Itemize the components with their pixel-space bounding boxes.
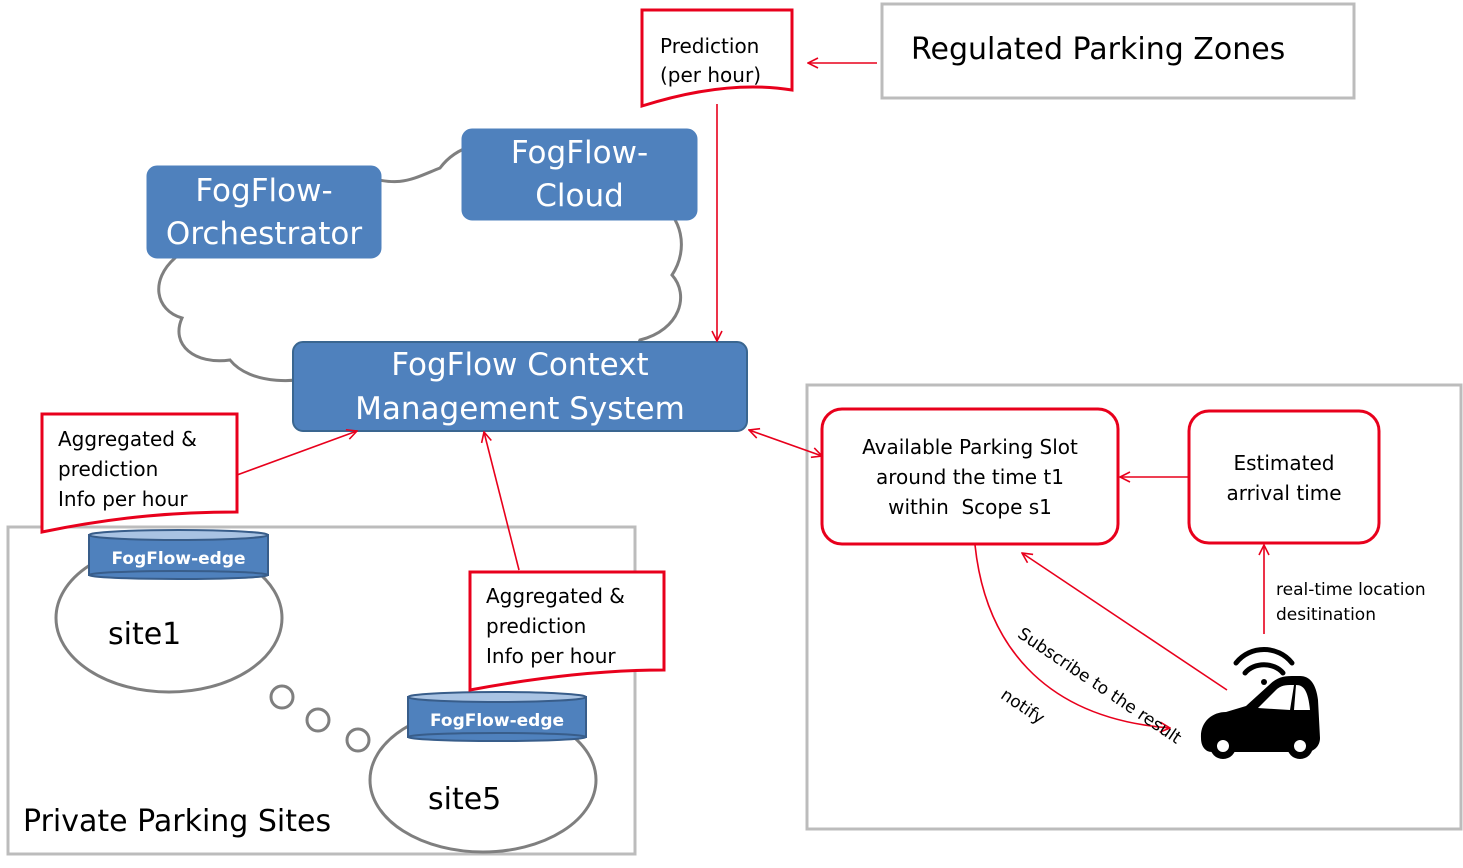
location-label: real-time location desitination bbox=[1276, 578, 1426, 628]
regulated-zones-label: Regulated Parking Zones bbox=[911, 32, 1286, 67]
agg-left-line-1: Aggregated & bbox=[58, 427, 197, 451]
agg-right-doc-box bbox=[468, 570, 666, 692]
orchestrator-line-1: FogFlow- bbox=[195, 173, 333, 209]
site1-label: site1 bbox=[108, 617, 182, 652]
agg-left-doc-box bbox=[40, 412, 239, 534]
arrival-time-line-1: Estimated bbox=[1233, 451, 1335, 475]
agg-left-line-3: Info per hour bbox=[58, 487, 188, 511]
parking-slot-line-1: Available Parking Slot bbox=[862, 435, 1078, 459]
parking-slot-box bbox=[820, 407, 1120, 546]
arrow-notify bbox=[974, 544, 1170, 728]
parking-slot-line-3: within Scope s1 bbox=[888, 495, 1052, 519]
context-mgmt-label: FogFlow Context Management System bbox=[293, 343, 747, 431]
connected-car-icon bbox=[1200, 676, 1320, 759]
arrival-time-label: Estimated arrival time bbox=[1189, 448, 1379, 508]
wifi-signal-icon bbox=[1233, 647, 1295, 685]
agg-right-line-3: Info per hour bbox=[486, 644, 616, 668]
private-sites-container bbox=[6, 525, 637, 856]
parking-slot-label: Available Parking Slot around the time t… bbox=[822, 432, 1118, 522]
thought-dot-1 bbox=[269, 684, 295, 710]
location-line-2: desitination bbox=[1276, 605, 1376, 625]
arrow-subscribe bbox=[1022, 553, 1228, 691]
vehicle-scope-container bbox=[805, 383, 1463, 831]
cloud-line-2: Cloud bbox=[535, 178, 624, 214]
private-sites-label: Private Parking Sites bbox=[23, 804, 332, 839]
arrow-agg-right-to-context bbox=[484, 432, 520, 571]
agg-right-line-1: Aggregated & bbox=[486, 584, 625, 608]
edge1-cylinder bbox=[88, 529, 269, 580]
context-mgmt-line-2: Management System bbox=[355, 391, 685, 427]
cloud-label: FogFlow- Cloud bbox=[462, 132, 697, 218]
thought-dot-2 bbox=[305, 707, 331, 733]
edge5-cylinder bbox=[407, 691, 587, 742]
prediction-label: Prediction (per hour) bbox=[660, 32, 761, 90]
orchestrator-node bbox=[146, 165, 382, 259]
orchestrator-line-2: Orchestrator bbox=[165, 216, 363, 252]
thought-dot-3 bbox=[345, 727, 371, 753]
edge1-label: FogFlow-edge bbox=[111, 549, 246, 569]
context-mgmt-line-1: FogFlow Context bbox=[391, 347, 649, 383]
agg-left-line-2: prediction bbox=[58, 457, 159, 481]
orchestrator-label: FogFlow- Orchestrator bbox=[147, 170, 381, 256]
arrow-agg-left-to-context bbox=[236, 431, 357, 476]
arrival-time-line-2: arrival time bbox=[1226, 481, 1342, 505]
prediction-doc-box bbox=[640, 8, 794, 109]
site5-label: site5 bbox=[428, 782, 502, 817]
context-mgmt-node bbox=[292, 341, 748, 432]
prediction-line-2: (per hour) bbox=[660, 63, 761, 87]
cloud-node bbox=[461, 128, 698, 221]
prediction-line-1: Prediction bbox=[660, 34, 760, 58]
edge5-label: FogFlow-edge bbox=[429, 711, 565, 731]
agg-right-line-2: prediction bbox=[486, 614, 587, 638]
agg-right-label: Aggregated & prediction Info per hour bbox=[486, 581, 625, 671]
arrow-context-parking-bidir bbox=[749, 430, 822, 456]
location-line-1: real-time location bbox=[1276, 580, 1426, 600]
cloud-line-1: FogFlow- bbox=[510, 135, 649, 171]
parking-slot-line-2: around the time t1 bbox=[876, 465, 1064, 489]
regulated-zones-box bbox=[880, 2, 1356, 100]
agg-left-label: Aggregated & prediction Info per hour bbox=[58, 424, 197, 514]
